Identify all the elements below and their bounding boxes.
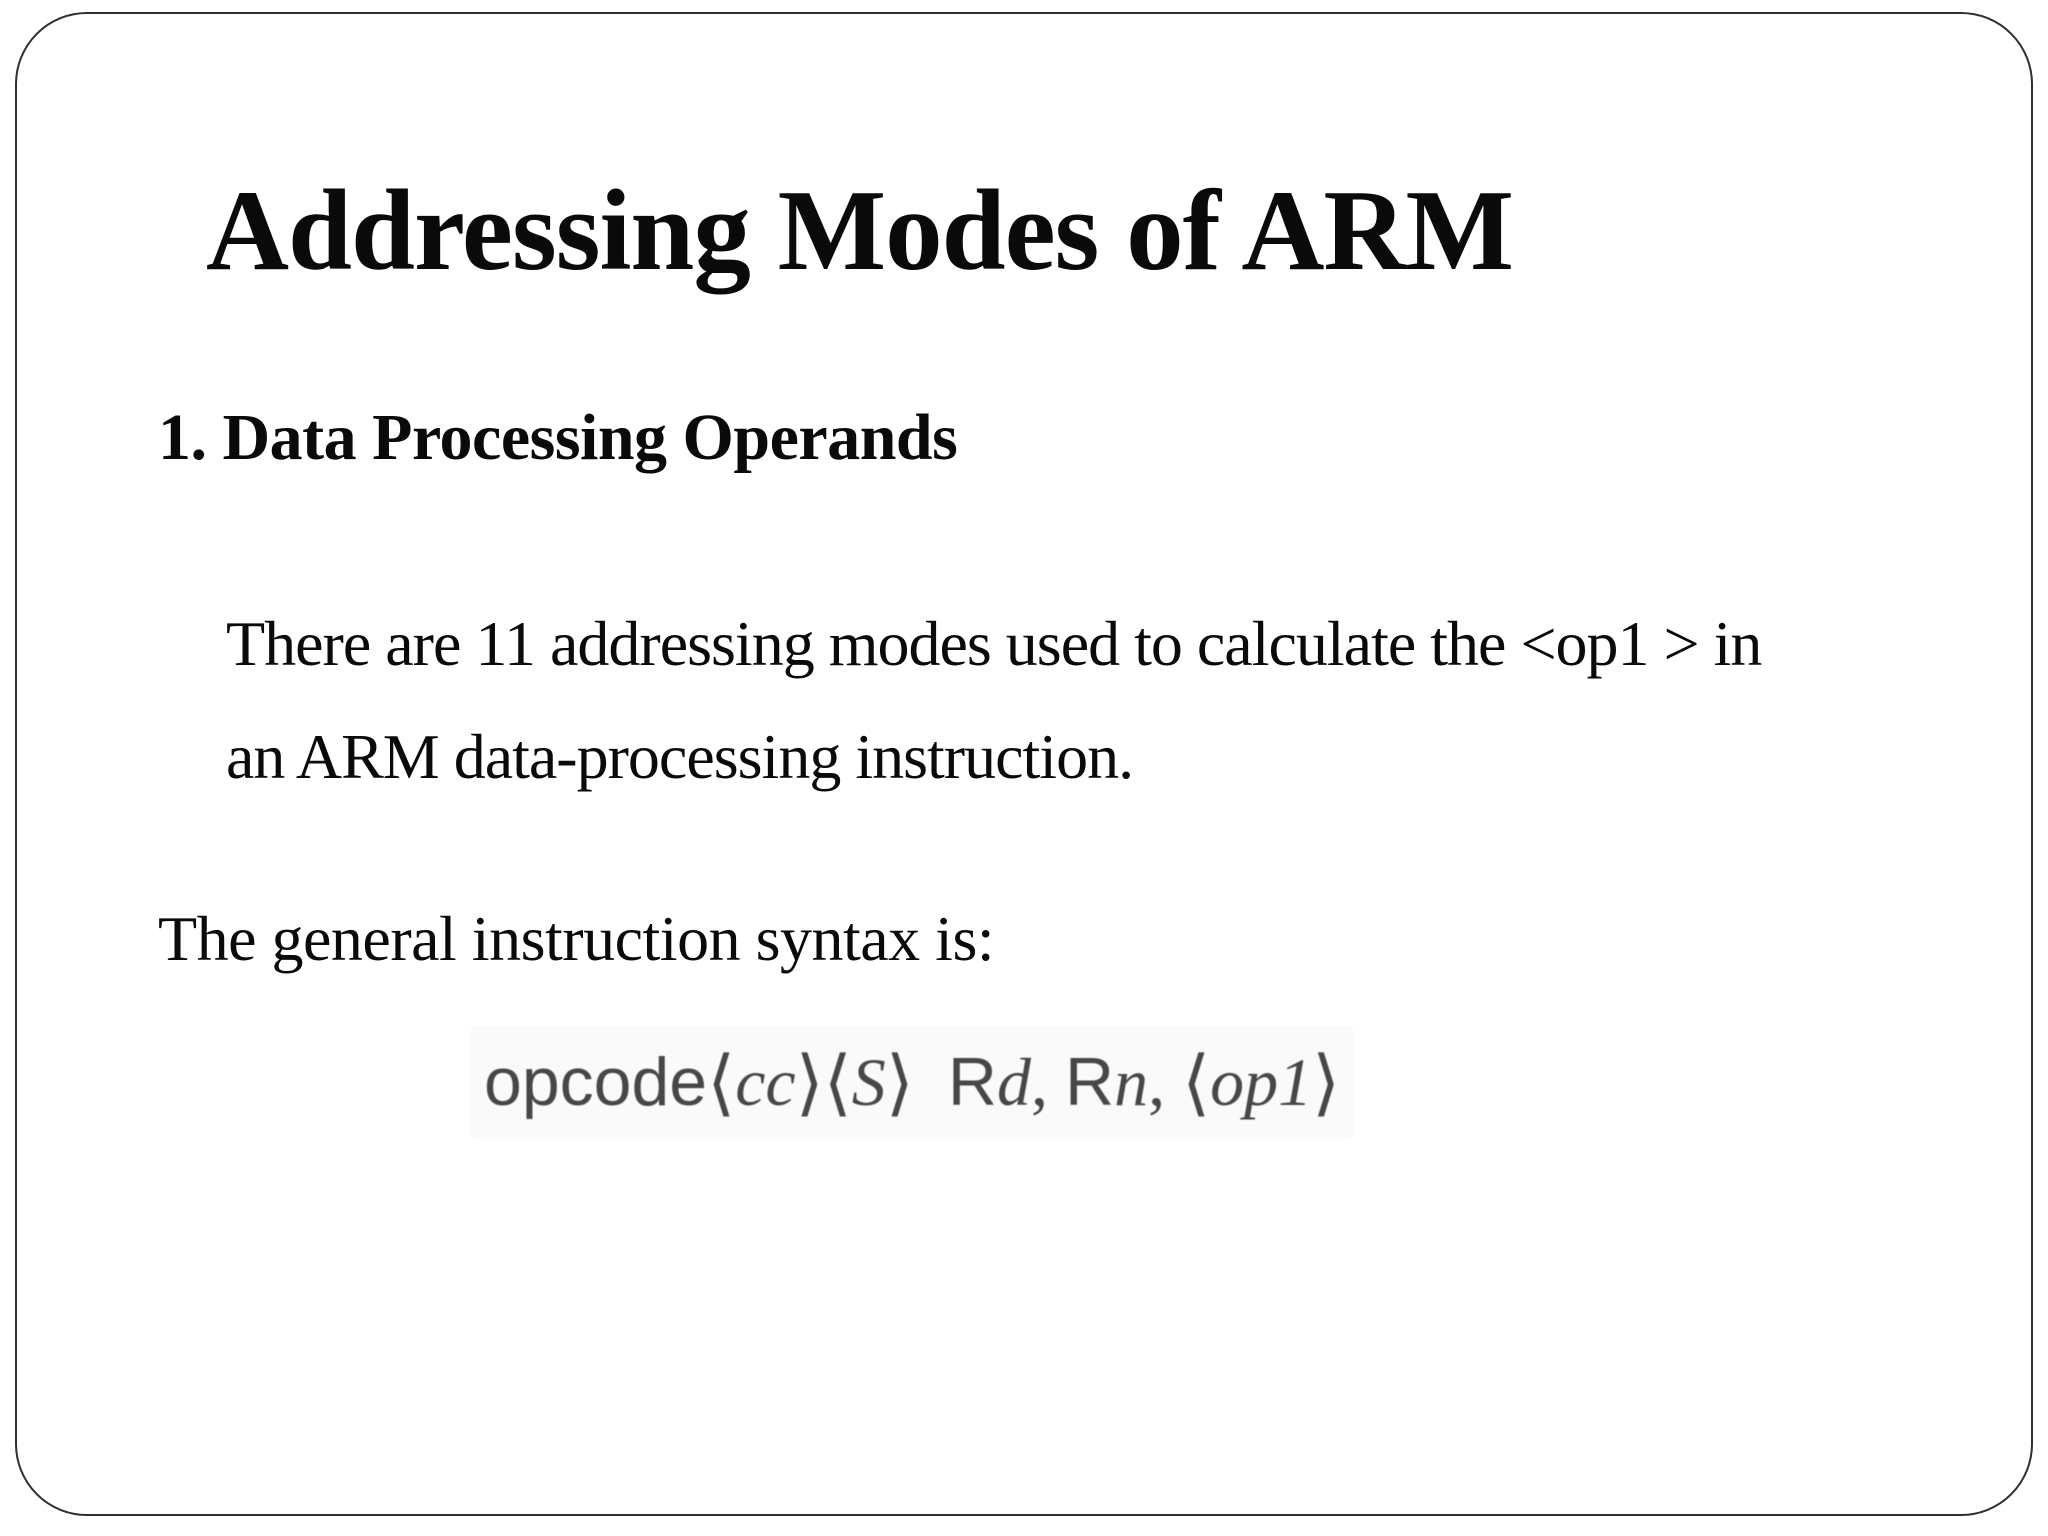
formula-langle: ⟨ — [823, 1040, 852, 1124]
formula-comma: , — [1148, 1044, 1183, 1120]
formula-langle: ⟨ — [707, 1040, 736, 1124]
formula-rd-register: R — [947, 1044, 997, 1120]
paragraph-line-1: There are 11 addressing modes used to ca… — [226, 608, 1762, 679]
formula-rangle: ⟩ — [885, 1040, 914, 1124]
formula-langle: ⟨ — [1182, 1040, 1211, 1124]
slide-title: Addressing Modes of ARM — [206, 167, 1514, 294]
paragraph-line-2: an ARM data-processing instruction. — [226, 721, 1134, 792]
formula-rd-suffix: d — [996, 1044, 1031, 1120]
syntax-intro-line: The general instruction syntax is: — [158, 903, 995, 974]
formula-rangle: ⟩ — [1312, 1040, 1341, 1124]
formula-rn-suffix: n — [1114, 1044, 1149, 1120]
body-paragraph: There are 11 addressing modes used to ca… — [226, 587, 1762, 813]
section-heading: 1. Data Processing Operands — [158, 401, 958, 474]
formula-rangle: ⟩ — [795, 1040, 824, 1124]
formula-op1: op1 — [1210, 1044, 1313, 1120]
instruction-syntax-formula: opcode⟨cc⟩⟨S⟩ Rd, Rn, ⟨op1⟩ — [470, 1026, 1355, 1139]
formula-rn-register: R — [1064, 1044, 1115, 1120]
formula-comma: , — [1030, 1044, 1065, 1120]
formula-space — [914, 1044, 931, 1120]
formula-opcode: opcode — [484, 1044, 708, 1120]
slide-border — [15, 12, 2033, 1516]
formula-cc: cc — [735, 1044, 796, 1120]
formula-s-flag: S — [851, 1044, 886, 1120]
